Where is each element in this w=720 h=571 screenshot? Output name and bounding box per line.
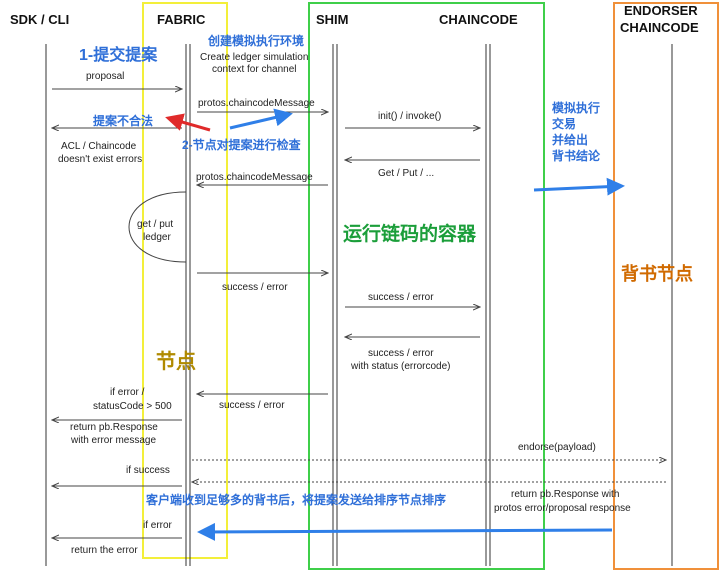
get-put-ledger-loop: [128, 191, 187, 263]
container-annotation: 运行链码的容器: [343, 224, 477, 245]
sdk-cli-header: SDK / CLI: [10, 12, 70, 27]
get-put-label: Get / Put / ...: [378, 168, 435, 179]
simulate-annotation-4: 背书结论: [552, 149, 601, 163]
protos-message-label-2: protos.chaincodeMessage: [196, 172, 313, 183]
if-error-label-1: if error /: [110, 387, 145, 398]
init-invoke-label: init() / invoke(): [378, 111, 442, 122]
if-error-label-3: if error: [143, 520, 172, 531]
success-error-label-2: success / error: [368, 292, 434, 303]
endorser-header-line2: CHAINCODE: [620, 20, 699, 35]
node-annotation: 节点: [156, 351, 196, 373]
proposal-label: proposal: [86, 71, 125, 82]
node-check-annotation: 2-节点对提案进行检查: [182, 138, 301, 152]
acl-error-label-2: doesn't exist errors: [58, 154, 143, 165]
create-env-blue-arrow: [229, 108, 293, 130]
endorser-header-line1: ENDORSER: [624, 3, 698, 18]
success-error-status-label-1: success / error: [368, 348, 434, 359]
return-pb-response-label-4: protos error/proposal response: [494, 503, 631, 514]
submit-proposal-annotation: 1-提交提案: [79, 47, 158, 64]
simulate-annotation-2: 交易: [552, 117, 577, 131]
return-pb-response-label-1: return pb.Response: [70, 422, 158, 433]
success-error-label-1: success / error: [222, 282, 288, 293]
create-simulation-label-2: context for channel: [212, 64, 297, 75]
chaincode-container-box: [308, 2, 545, 570]
acl-error-label-1: ACL / Chaincode: [61, 141, 137, 152]
return-pb-response-label-3: return pb.Response with: [511, 489, 620, 500]
create-simulation-label-1: Create ledger simulation: [200, 52, 309, 63]
endorse-label: endorse(payload): [518, 442, 596, 453]
simulate-blue-arrow: [533, 177, 625, 196]
shim-header: SHIM: [316, 12, 349, 27]
return-the-error-label: return the error: [71, 545, 138, 556]
proposal-invalid-annotation: 提案不合法: [93, 114, 154, 128]
get-put-ledger-label-2: ledger: [143, 232, 171, 243]
endorse-node-annotation: 背书节点: [621, 264, 693, 284]
if-success-label: if success: [126, 465, 170, 476]
simulate-annotation-3: 并给出: [552, 133, 589, 147]
fabric-node-box: [142, 2, 228, 559]
success-error-status-label-2: with status (errorcode): [351, 361, 451, 372]
if-error-label-2: statusCode > 500: [93, 401, 172, 412]
get-put-ledger-label-1: get / put: [137, 219, 174, 230]
endorser-node-box: [613, 2, 719, 570]
create-env-annotation: 创建模拟执行环境: [208, 34, 305, 48]
success-error-label-4: success / error: [219, 400, 285, 411]
client-order-blue-arrow: [197, 522, 613, 541]
fabric-header: FABRIC: [157, 12, 206, 27]
invalid-proposal-red-arrow: [165, 113, 211, 132]
protos-message-label-1: protos.chaincodeMessage: [198, 98, 315, 109]
simulate-annotation-1: 模拟执行: [552, 101, 601, 115]
client-order-annotation: 客户端收到足够多的背书后，将提案发送给排序节点排序: [146, 493, 447, 507]
return-pb-response-label-2: with error message: [71, 435, 157, 446]
chaincode-header: CHAINCODE: [439, 12, 518, 27]
